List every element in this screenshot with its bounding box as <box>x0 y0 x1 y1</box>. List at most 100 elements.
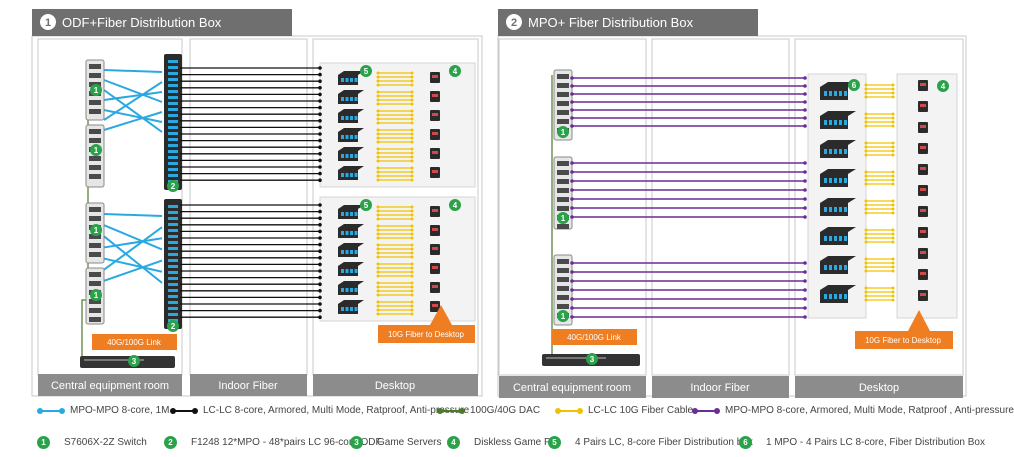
lc-10g-end-1b <box>376 243 380 247</box>
switch-2a-port <box>557 92 569 97</box>
badge-box-1a-num: 5 <box>364 67 369 76</box>
lc-10g-end-1b <box>410 213 414 217</box>
game-pc-2-led <box>920 272 926 275</box>
badge-box-1a <box>360 65 372 77</box>
fdb-4lc-1a-port <box>341 78 344 82</box>
lc-cable-end-1 <box>318 158 322 163</box>
switch-1b-port <box>89 174 101 179</box>
lc-cable-end-1 <box>318 229 322 234</box>
lc-10g-end-1b <box>410 266 414 270</box>
fdb-mpo-2-port <box>834 294 837 299</box>
lc-cable-end-1 <box>318 105 322 110</box>
fdb-4lc-1a-port <box>341 116 344 120</box>
lc-10g-end-1a <box>376 117 380 121</box>
lc-10g-end-1a <box>410 151 414 155</box>
mpo-armored-end-2 <box>570 108 574 112</box>
fdb-mpo-2-port <box>834 236 837 241</box>
svg-text:3: 3 <box>590 355 595 364</box>
mpo-link-1 <box>103 213 163 217</box>
mpo-armored-end-2 <box>803 124 807 128</box>
lc-10g-end-2 <box>864 203 868 207</box>
odf-1a-port <box>168 78 178 81</box>
badge-switch-1d-num: 1 <box>94 291 99 300</box>
lc-10g-end-2 <box>864 145 868 149</box>
lc-10g-end-2 <box>891 141 895 145</box>
lc-10g-end-1a <box>410 79 414 83</box>
lc-10g-end-1a <box>410 83 414 87</box>
mpo-link-1 <box>103 224 163 251</box>
lc-10g-end-1b <box>376 236 380 240</box>
fdb-4lc-1b-port <box>350 288 353 292</box>
mpo-armored-end-2 <box>570 297 574 301</box>
odf-1b-port <box>168 241 178 244</box>
lc-10g-end-1a <box>376 71 380 75</box>
lc-10g-end-1a <box>410 128 414 132</box>
lc-10g-end-2 <box>864 153 868 157</box>
lc-cable-end-1 <box>318 132 322 136</box>
fdb-4lc-1b-port <box>341 231 344 235</box>
lc-10g-end-1a <box>376 79 380 83</box>
lc-10g-end-2 <box>891 116 895 120</box>
badge-pc-1a-num: 4 <box>453 67 458 76</box>
badge-pc-2-num: 4 <box>941 82 946 91</box>
lc-10g-end-2 <box>864 174 868 178</box>
odf-1b-port <box>168 253 178 256</box>
lc-cable-end-1 <box>318 216 322 220</box>
badge-switch-2a-num: 1 <box>561 128 566 137</box>
lc-10g-end-1b <box>410 243 414 247</box>
lc-10g-end-1a <box>410 155 414 159</box>
odf-1b-port <box>168 259 178 262</box>
badge-switch-2c-num: 1 <box>561 312 566 321</box>
lc-10g-end-1a <box>410 121 414 125</box>
lc-10g-end-2 <box>864 286 868 290</box>
fdb-mpo-2-port <box>844 236 847 241</box>
lc-10g-end-1b <box>410 281 414 285</box>
fdb-mpo-2-port <box>824 149 827 154</box>
lc-10g-end-1b <box>376 228 380 232</box>
switch-2a-port <box>557 110 569 115</box>
lc-10g-end-1b <box>376 205 380 209</box>
lc-10g-end-2 <box>864 178 868 182</box>
fdb-4lc-1b-port <box>350 269 353 273</box>
link-label-2: 40G/100G Link <box>567 333 622 342</box>
mpo-armored-end-2 <box>570 170 574 174</box>
switch-2c-port <box>557 304 569 309</box>
mpo-link-1 <box>103 69 163 73</box>
mpo-armored-end-2 <box>570 270 574 274</box>
zone-indoor-label-2: Indoor Fiber <box>690 382 750 394</box>
lc-10g-end-1b <box>410 293 414 297</box>
game-pc-1a-led <box>432 113 438 116</box>
lc-10g-end-1b <box>410 224 414 228</box>
lc-cable-end-1 <box>318 152 322 156</box>
badge-switch-2a <box>557 126 569 138</box>
lc-10g-end-1b <box>410 255 414 259</box>
odf-1b-port <box>168 229 178 232</box>
fdb-mpo-2-port <box>839 207 842 212</box>
game-pc-2-led <box>920 293 926 296</box>
link-label-1: 40G/100G Link <box>107 338 162 347</box>
lc-10g-end-2 <box>891 228 895 232</box>
badge-switch-1a <box>90 84 102 96</box>
lc-10g-end-1a <box>410 174 414 178</box>
lc-10g-end-1a <box>376 83 380 87</box>
lc-10g-end-2 <box>864 120 868 124</box>
fdb-mpo-2-port <box>834 120 837 125</box>
lc-10g-end-1a <box>410 75 414 79</box>
lc-10g-end-1b <box>376 293 380 297</box>
lc-10g-end-1b <box>410 289 414 293</box>
panel-1: 1 ODF+Fiber Distribution Box Central equ… <box>31 9 483 397</box>
odf-1a-port <box>168 132 178 135</box>
mpo-armored-end-2 <box>803 170 807 174</box>
fdb-4lc-1b-port <box>354 269 358 273</box>
fdb-mpo-2-port <box>824 120 827 125</box>
mpo-armored-end-2 <box>803 84 807 88</box>
mpo-armored-end-2 <box>803 261 807 265</box>
fdb-4lc-1a-port <box>354 97 358 101</box>
fdb-mpo-2-port <box>829 236 832 241</box>
lc-10g-end-1b <box>410 247 414 251</box>
fdb-mpo-2-port <box>839 236 842 241</box>
mpo-armored-end-2 <box>803 92 807 96</box>
game-pc-1b-led <box>432 304 438 307</box>
